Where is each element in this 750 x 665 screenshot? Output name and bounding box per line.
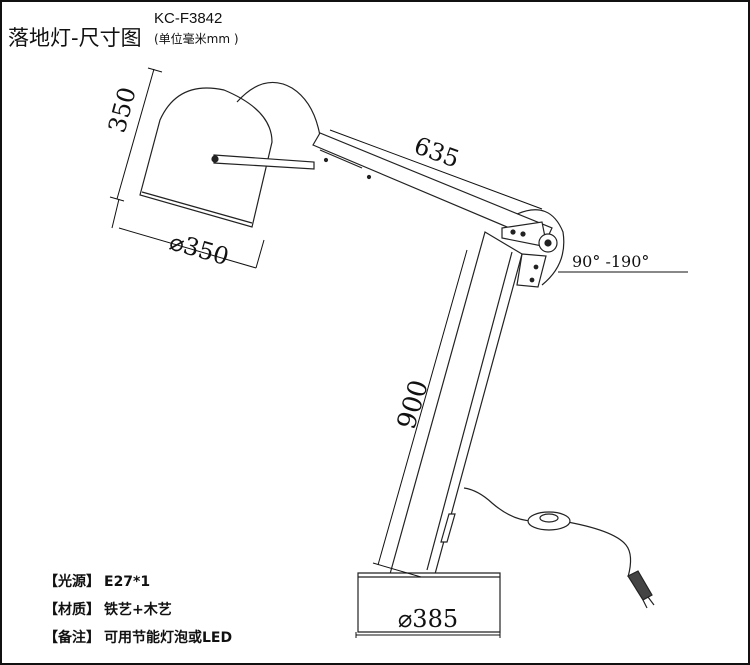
spec-light-source-value: E27*1	[104, 574, 151, 590]
spec-note-value: 可用节能灯泡或LED	[104, 630, 233, 646]
spec-light-source-label: 【光源】	[44, 574, 100, 590]
pole-length-label: 900	[392, 377, 435, 433]
pole-bracket	[516, 253, 547, 288]
unit-note: (单位毫米mm )	[154, 32, 239, 46]
rotation-angle-label: 90° -190°	[572, 252, 649, 271]
model-number: KC-F3842	[154, 10, 223, 27]
spec-note-label: 【备注】	[44, 630, 100, 646]
base-diameter-label: ⌀385	[398, 605, 458, 633]
arm-dim-line	[329, 129, 543, 210]
power-cable	[463, 487, 537, 522]
rod-end-dot	[211, 155, 219, 163]
drawing-title: 落地灯-尺寸图	[8, 26, 142, 50]
joint-arc	[516, 209, 565, 286]
spec-material: 【材质】铁艺+木艺	[44, 599, 176, 619]
shade-inner-line	[141, 191, 253, 224]
upper-arm-detail	[319, 149, 363, 169]
spec-light-source: 【光源】E27*1	[44, 571, 154, 591]
shade-diameter-label: ⌀350	[166, 228, 232, 272]
lamp-shade	[139, 87, 273, 228]
pole-dim-line	[377, 249, 468, 566]
spec-material-label: 【材质】	[44, 602, 100, 618]
spec-material-value: 铁艺+木艺	[104, 602, 172, 618]
upper-arm	[312, 132, 553, 244]
arm-length-label: 635	[410, 131, 463, 173]
foot-switch	[527, 511, 571, 531]
spec-note: 【备注】可用节能灯泡或LED	[44, 627, 236, 647]
shade-diameter-dim-line	[111, 198, 120, 229]
power-cable-2	[561, 520, 632, 578]
shade-height-label: 350	[103, 84, 142, 135]
shade-cable	[236, 81, 321, 137]
pole-clip	[440, 513, 456, 543]
pole-edge	[426, 251, 513, 571]
shade-height-dim-line	[116, 68, 155, 200]
power-plug	[627, 570, 653, 601]
